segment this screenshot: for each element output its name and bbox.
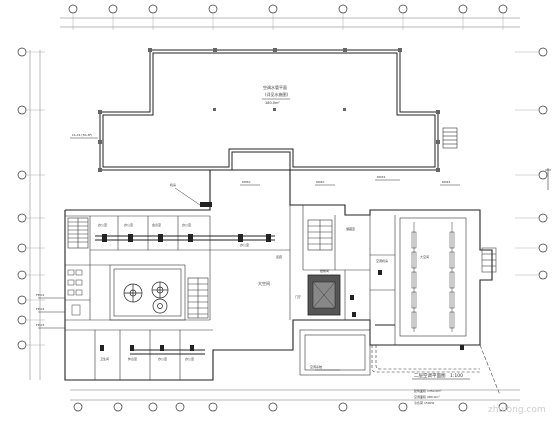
svg-text:DN50: DN50 [242, 180, 250, 184]
hall-name: 大空间 [258, 280, 270, 286]
svg-text:卫生间: 卫生间 [100, 356, 109, 361]
svg-text:DN25: DN25 [442, 180, 450, 184]
svg-text:门厅: 门厅 [295, 294, 301, 299]
svg-text:FP-01: FP-01 [36, 293, 44, 297]
svg-text:办公室: 办公室 [158, 356, 167, 361]
svg-text:空调机房: 空调机房 [376, 258, 388, 263]
leader-lines [38, 137, 460, 371]
stair-left [67, 217, 89, 249]
lower-building-outline [64, 169, 493, 381]
svg-text:办公室: 办公室 [124, 222, 133, 227]
right-stair [479, 247, 501, 396]
toilet-fixtures [67, 269, 83, 316]
columns [98, 48, 440, 172]
svg-text:FP-03: FP-03 [36, 323, 44, 327]
svg-text:冷负荷 150kW: 冷负荷 150kW [414, 400, 434, 405]
duct-runs [95, 235, 395, 355]
drawing-scale: 1:100 [450, 373, 463, 379]
fan-units [123, 281, 169, 314]
hall-label-2: (详见水施图) [265, 91, 289, 97]
air-outlets [100, 202, 464, 351]
svg-text:办公室: 办公室 [240, 242, 249, 247]
hall-label-1: 空调水管平面 [263, 84, 287, 90]
axis-bubbles [17, 4, 548, 412]
elevator [307, 274, 341, 316]
svg-text:LS-01 (50-3F): LS-01 (50-3F) [72, 133, 92, 137]
svg-text:大空间: 大空间 [420, 254, 429, 259]
svg-text:FP-02: FP-02 [36, 307, 44, 311]
svg-text:会议室: 会议室 [152, 222, 161, 227]
hall-area: 180.0m² [265, 101, 280, 105]
svg-text:机房: 机房 [170, 182, 176, 187]
upper-hall-outline [99, 49, 439, 171]
svg-text:办公室: 办公室 [98, 222, 107, 227]
svg-text:办公室: 办公室 [182, 222, 191, 227]
lower-courtyard [299, 329, 480, 376]
svg-text:楼梯间: 楼梯间 [320, 268, 329, 273]
stair-top-right [442, 127, 458, 149]
equipment-pipes [413, 222, 453, 332]
svg-text:空调系统: 空调系统 [310, 364, 322, 369]
equipment-units [411, 231, 455, 329]
drawing-title: 二层空调平面图 [414, 372, 446, 379]
svg-text:休息室: 休息室 [128, 356, 137, 361]
svg-text:建筑面积 1350.0m²: 建筑面积 1350.0m² [414, 388, 442, 393]
axis-ticks [26, 13, 540, 346]
stair-center-right [307, 219, 333, 251]
watermark: zhulong.com [488, 405, 546, 415]
svg-text:办公室: 办公室 [185, 356, 194, 361]
svg-text:空调面积 980.0m²: 空调面积 980.0m² [414, 394, 440, 399]
side-marker [545, 168, 551, 190]
svg-text:储藏室: 储藏室 [346, 226, 355, 231]
svg-text:走廊: 走廊 [276, 254, 282, 259]
svg-text:DN32: DN32 [377, 175, 385, 179]
svg-text:DN40: DN40 [316, 180, 324, 184]
axis-grid [29, 17, 520, 401]
area-notes: 建筑面积 1350.0m² 空调面积 980.0m² 冷负荷 150kW [414, 388, 442, 405]
stair-center-left [187, 277, 209, 319]
interior-walls [65, 205, 467, 380]
